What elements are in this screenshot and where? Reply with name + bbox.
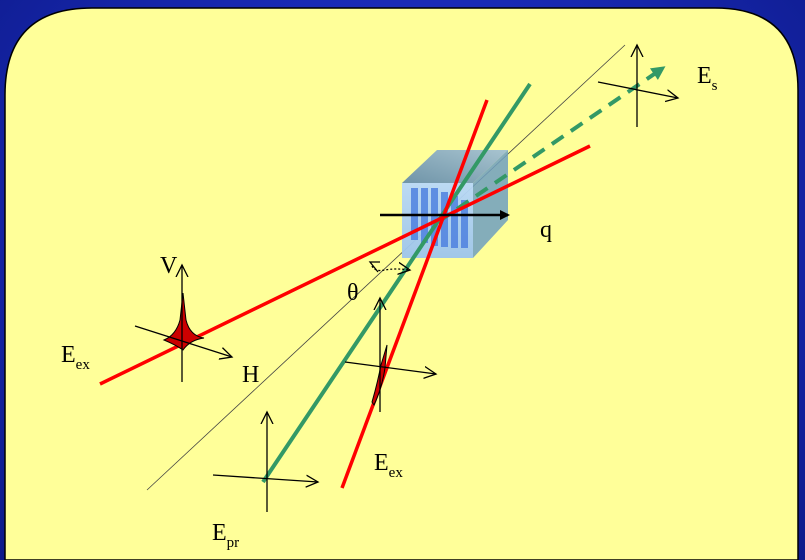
label-e-ex-left: Eex (61, 342, 90, 373)
label-e-pr: Epr (212, 520, 239, 551)
label-e-ex-bottom: Eex (374, 450, 403, 481)
h-axis (134, 325, 232, 357)
left-polarization-axes (134, 265, 232, 382)
label-e-s: Es (697, 63, 718, 94)
theta-arc-start (368, 261, 380, 273)
signal-horizontal-axis (597, 81, 678, 98)
probe-horizontal-axis (212, 474, 318, 482)
label-v: V (160, 253, 178, 279)
excitation-beam-2 (340, 99, 489, 489)
signal-polarization-axes (597, 45, 678, 127)
probe-polarization-axes (212, 412, 318, 512)
reference-line (146, 44, 626, 491)
left-pulse (162, 292, 205, 351)
panel (4, 7, 799, 560)
probe-beam (261, 82, 532, 484)
bottom-horizontal-axis (344, 361, 436, 374)
label-h: H (242, 362, 259, 388)
bottom-polarization-axes (344, 298, 436, 412)
label-theta: θ (347, 280, 359, 306)
crystal-side-face (473, 150, 508, 258)
label-q: q (540, 217, 552, 243)
